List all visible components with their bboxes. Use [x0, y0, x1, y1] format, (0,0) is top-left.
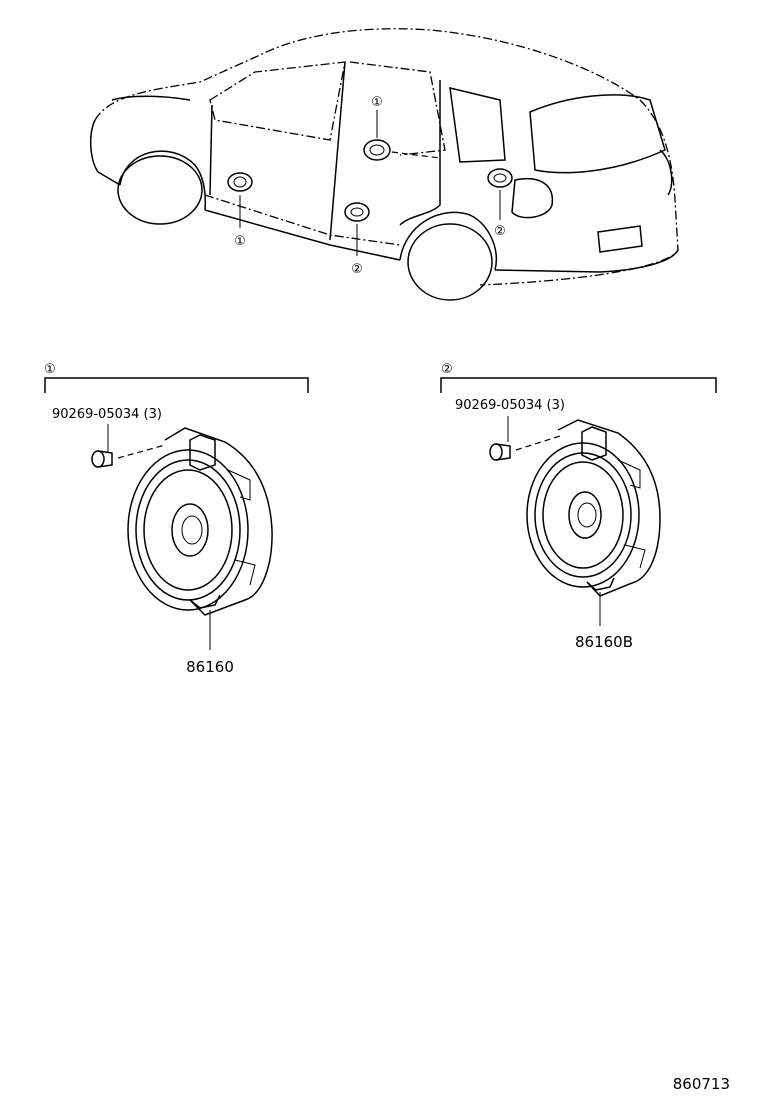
- group-1-marker: ①: [44, 362, 56, 377]
- group-2-screw-label: 90269-05034 (3): [455, 398, 565, 413]
- speaker-location-rear-left: [344, 202, 370, 256]
- group-1-front-speaker: ① 90269-05034 (3) 86160: [44, 362, 309, 676]
- callout-front-left: ①: [234, 234, 246, 249]
- vehicle-illustration: ① ① ② ②: [90, 28, 679, 301]
- group-1-part-number: 86160: [186, 658, 234, 676]
- speaker-icon: [127, 427, 273, 616]
- speaker-location-rear-right: [487, 168, 513, 220]
- speaker-location-front-right: [363, 110, 441, 161]
- callout-rear-left: ②: [351, 262, 363, 277]
- group-2-rear-speaker: ② 90269-05034 (3) 86160B: [440, 362, 717, 651]
- group-1-bracket: [44, 377, 309, 393]
- speaker-icon: [526, 419, 661, 597]
- illustration-number: 860713: [673, 1075, 730, 1093]
- group-2-bracket: [440, 377, 717, 393]
- group-2-part-number: 86160B: [575, 633, 633, 651]
- callout-rear-right: ②: [494, 224, 506, 239]
- screw-icon: [91, 444, 166, 468]
- group-2-marker: ②: [441, 362, 453, 377]
- speaker-location-front-left: [227, 172, 253, 228]
- group-1-screw-label: 90269-05034 (3): [52, 407, 162, 422]
- callout-front-right: ①: [371, 95, 383, 110]
- screw-icon: [489, 435, 561, 461]
